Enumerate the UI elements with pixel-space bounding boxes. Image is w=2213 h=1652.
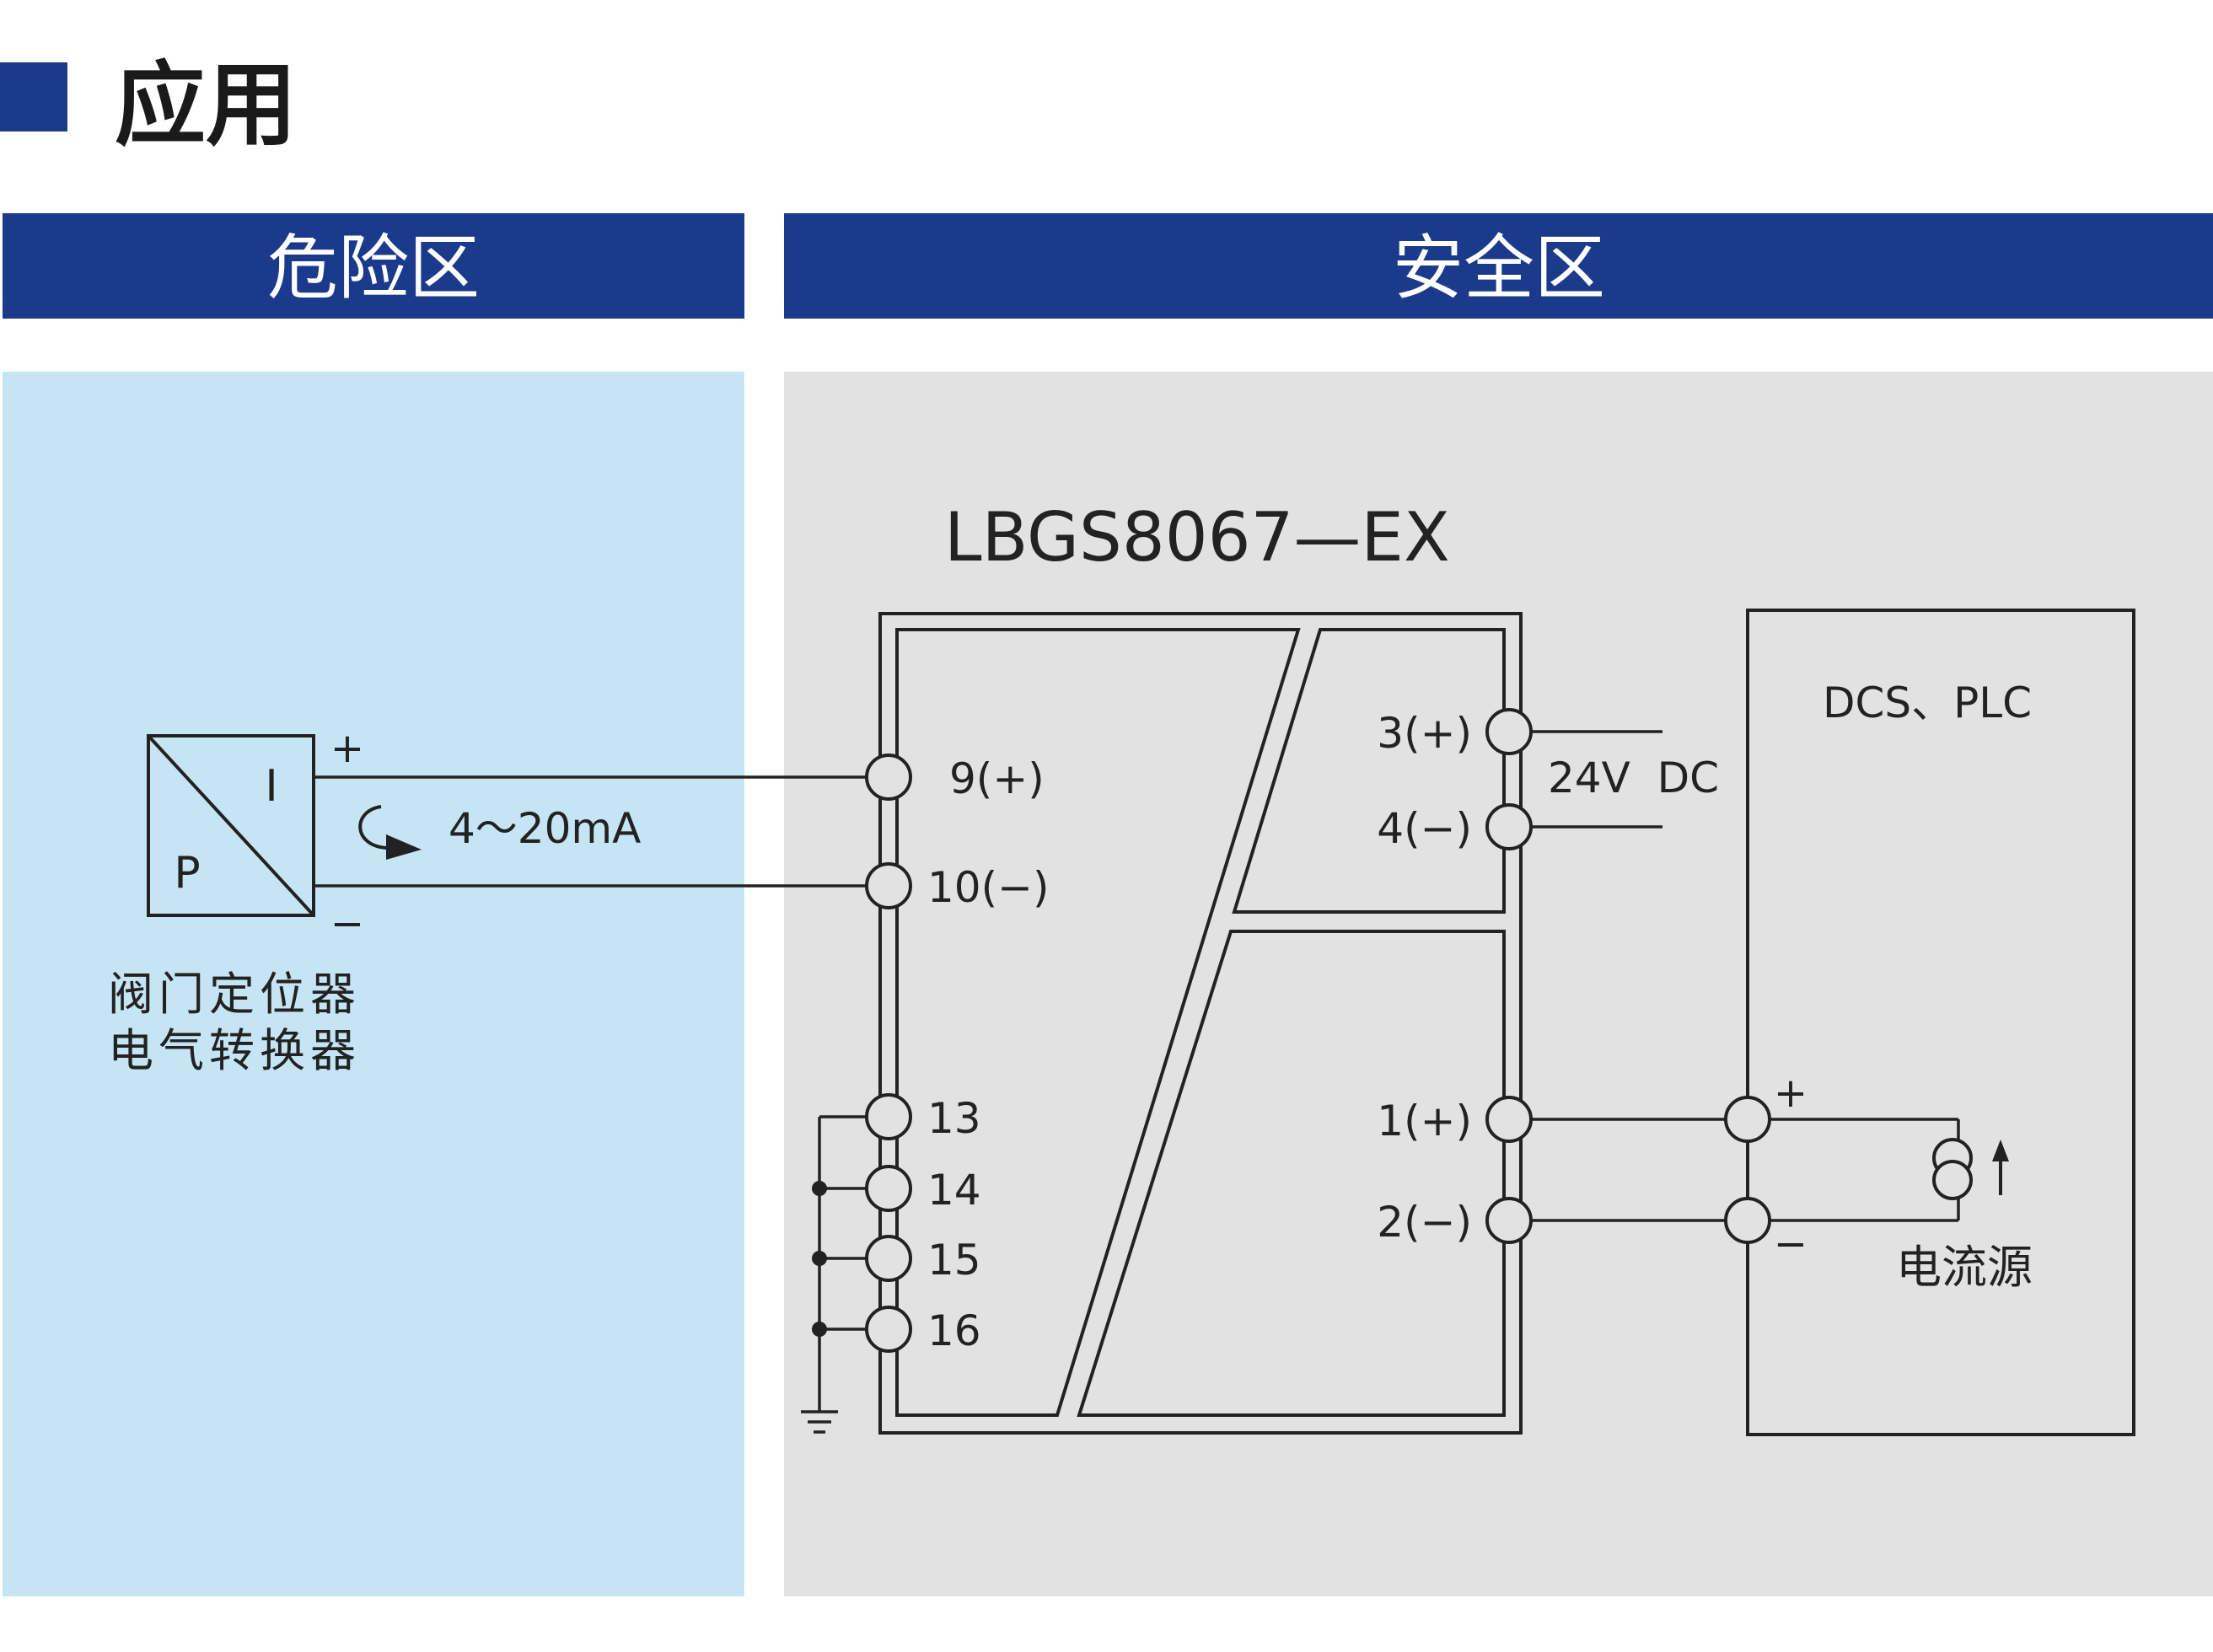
left-terminals	[865, 754, 912, 1353]
terminal-1	[1485, 1096, 1533, 1143]
safe-zone-title: 安全区	[1393, 227, 1605, 309]
current-arrow-head-icon	[386, 834, 422, 860]
terminal-4-label: 4(−)	[1377, 804, 1472, 853]
terminal-9	[865, 754, 912, 801]
terminal-15	[865, 1235, 912, 1282]
current-source-icon	[1932, 1138, 1973, 1200]
title-marker	[0, 62, 67, 131]
terminal-10	[865, 862, 912, 909]
field-device-minus: −	[330, 900, 364, 947]
terminal-2-label: 2(−)	[1377, 1198, 1472, 1247]
safe-zone-header	[784, 213, 2213, 319]
terminal-10-label: 10(−)	[927, 863, 1050, 912]
controller-box	[1746, 609, 2135, 1436]
controller-label: DCS、PLC	[1823, 678, 2032, 727]
isolator-enclosure	[878, 612, 1523, 1435]
current-source-label: 电流源	[1896, 1241, 2033, 1294]
terminal-16	[865, 1306, 912, 1353]
junction-dots	[812, 1181, 827, 1337]
hazardous-zone-title: 危险区	[267, 227, 480, 309]
terminal-16-label: 16	[927, 1306, 981, 1355]
controller-terminals	[1724, 1096, 1771, 1244]
terminal-15-label: 15	[927, 1236, 981, 1285]
terminal-9-label: 9(+)	[949, 754, 1045, 803]
page-title: 应用	[115, 53, 297, 158]
field-device-plus: +	[330, 725, 364, 772]
terminal-14	[865, 1165, 912, 1212]
right-terminals	[1485, 708, 1533, 1244]
valve-positioner	[147, 734, 315, 917]
signal-label: 4～20mA	[449, 804, 641, 853]
field-device-i-label: I	[265, 761, 277, 812]
power-supply-label: 24V DC	[1548, 754, 1719, 802]
field-device-p-label: P	[174, 848, 200, 898]
controller-plus: +	[1774, 1070, 1807, 1117]
controller-minus: −	[1774, 1220, 1807, 1268]
current-direction-arrowhead-icon	[1992, 1140, 2009, 1161]
hazardous-zone-area	[3, 372, 744, 1596]
terminal-14-label: 14	[927, 1166, 981, 1215]
hazardous-zone-header	[3, 213, 744, 319]
device-model-label: LBGS8067—EX	[944, 498, 1450, 577]
terminal-3	[1485, 708, 1533, 755]
ground-icon	[801, 1410, 838, 1434]
safe-zone-area	[784, 372, 2213, 1596]
terminal-4	[1485, 803, 1533, 850]
terminal-3-label: 3(+)	[1377, 709, 1472, 758]
field-device-name-line1: 阀门定位器	[108, 968, 361, 1021]
field-device-name-line2: 电气转换器	[108, 1024, 361, 1077]
current-loop-arrow-icon	[358, 805, 398, 850]
terminal-1-label: 1(+)	[1377, 1097, 1472, 1145]
terminal-13	[865, 1093, 912, 1140]
terminal-13-label: 13	[927, 1094, 981, 1143]
terminal-2	[1485, 1197, 1533, 1244]
